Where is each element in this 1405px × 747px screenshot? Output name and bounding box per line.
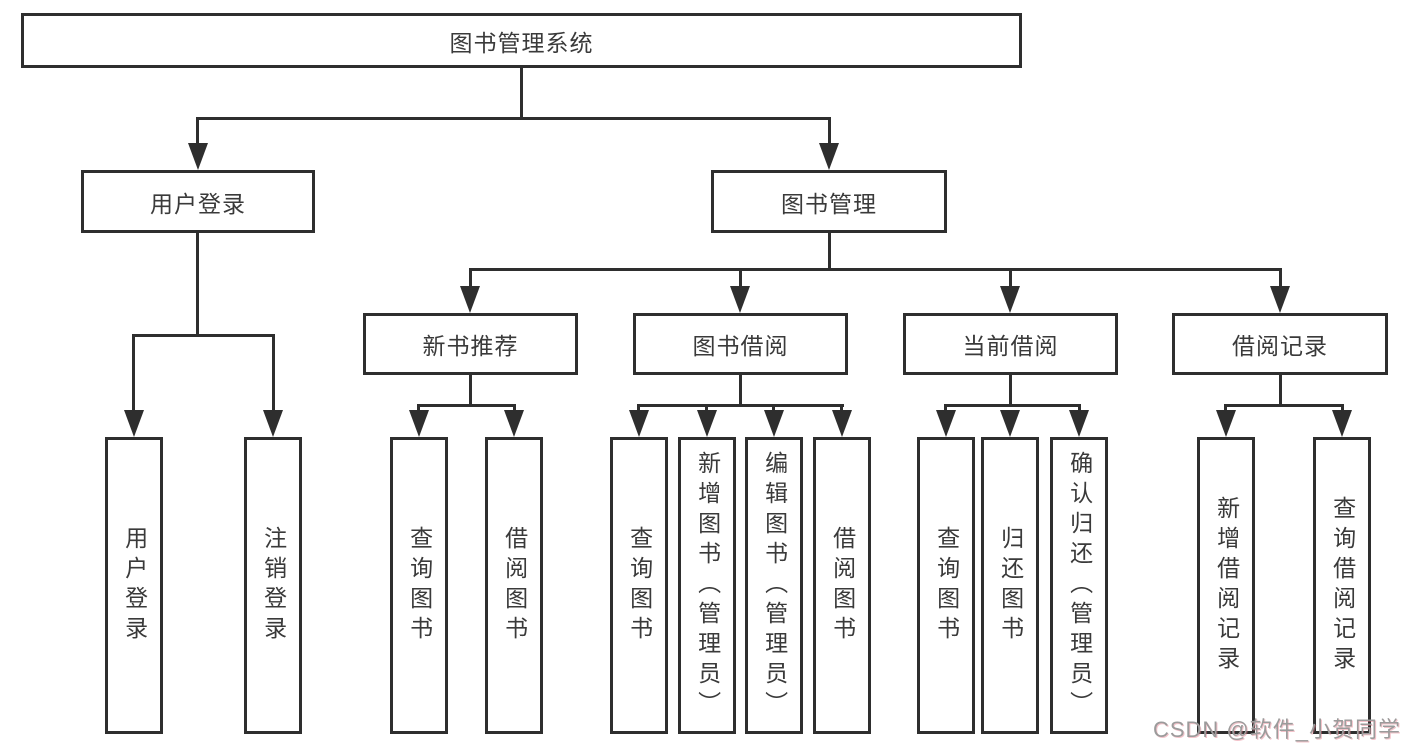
- leaf-recommend-borrow-books: 借阅图书: [485, 437, 543, 734]
- connector-line: [132, 334, 135, 414]
- connector-line: [417, 404, 420, 414]
- connector-line: [417, 404, 516, 407]
- arrow-down-icon: [1270, 286, 1290, 313]
- node-label: 归还图书: [997, 525, 1024, 646]
- arrow-down-icon: [936, 410, 956, 437]
- leaf-user-login: 用户登录: [105, 437, 163, 734]
- node-label: 图书借阅: [692, 333, 789, 359]
- arrow-down-icon: [832, 410, 852, 437]
- node-book-borrowing: 图书借阅: [633, 313, 848, 375]
- connector-line: [828, 233, 831, 271]
- arrow-down-icon: [819, 143, 839, 170]
- arrow-down-icon: [504, 410, 524, 437]
- node-label: 图书管理: [781, 190, 877, 217]
- node-label: 查询借阅记录: [1329, 495, 1356, 676]
- leaf-records-add-record: 新增借阅记录: [1197, 437, 1255, 734]
- connector-line: [132, 334, 275, 337]
- node-label: 新增借阅记录: [1213, 495, 1240, 676]
- node-borrow-records: 借阅记录: [1172, 313, 1388, 375]
- connector-line: [840, 404, 843, 414]
- connector-line: [828, 117, 831, 150]
- arrow-down-icon: [263, 410, 283, 437]
- node-label: 注销登录: [260, 525, 287, 646]
- leaf-borrowing-add-books-admin: 新增图书（管理员）: [678, 437, 736, 734]
- arrow-down-icon: [697, 410, 717, 437]
- connector-line: [520, 68, 523, 120]
- connector-line: [469, 268, 472, 292]
- connector-line: [1279, 375, 1282, 407]
- leaf-borrowing-borrow-books: 借阅图书: [813, 437, 871, 734]
- node-label: 用户登录: [150, 190, 246, 217]
- arrow-down-icon: [1332, 410, 1352, 437]
- connector-line: [1224, 404, 1227, 414]
- node-label: 借阅图书: [501, 525, 528, 646]
- arrow-down-icon: [460, 286, 480, 313]
- connector-line: [739, 375, 742, 407]
- node-label: 查询图书: [933, 525, 960, 646]
- node-label: 借阅记录: [1232, 333, 1328, 359]
- node-label: 编辑图书（管理员）: [761, 450, 788, 721]
- node-new-book-recommend: 新书推荐: [363, 313, 578, 375]
- connector-line: [1224, 404, 1344, 407]
- connector-line: [469, 375, 472, 407]
- connector-line: [196, 117, 199, 150]
- leaf-borrowing-query-books: 查询图书: [610, 437, 668, 734]
- node-book-mgmt-system: 图书管理系统: [21, 13, 1022, 68]
- node-label: 新增图书（管理员）: [694, 450, 721, 721]
- node-label: 查询图书: [626, 525, 653, 646]
- connector-line: [196, 233, 199, 336]
- connector-line: [1009, 375, 1012, 407]
- leaf-current-query-books: 查询图书: [917, 437, 975, 734]
- connector-line: [1009, 268, 1012, 292]
- node-book-management: 图书管理: [711, 170, 947, 233]
- connector-line: [1078, 404, 1081, 414]
- arrow-down-icon: [1000, 286, 1020, 313]
- arrow-down-icon: [764, 410, 784, 437]
- node-label: 确认归还（管理员）: [1066, 450, 1093, 721]
- connector-line: [637, 404, 640, 414]
- arrow-down-icon: [1069, 410, 1089, 437]
- node-label: 当前借阅: [962, 333, 1059, 359]
- arrow-down-icon: [1000, 410, 1020, 437]
- connector-line: [197, 117, 831, 120]
- leaf-recommend-query-books: 查询图书: [390, 437, 448, 734]
- arrow-down-icon: [1216, 410, 1236, 437]
- leaf-borrowing-edit-books-admin: 编辑图书（管理员）: [745, 437, 803, 734]
- arrow-down-icon: [409, 410, 429, 437]
- connector-line: [1279, 268, 1282, 292]
- leaf-logout: 注销登录: [244, 437, 302, 734]
- connector-line: [513, 404, 516, 414]
- connector-line: [705, 404, 708, 414]
- connector-line: [469, 268, 1282, 271]
- node-current-borrowing: 当前借阅: [903, 313, 1118, 375]
- arrow-down-icon: [730, 286, 750, 313]
- connector-line: [1341, 404, 1344, 414]
- arrow-down-icon: [188, 143, 208, 170]
- connector-line: [944, 404, 947, 414]
- connector-line: [944, 404, 1081, 407]
- node-label: 查询图书: [406, 525, 433, 646]
- csdn-watermark: CSDN @软件_小贺同学: [1152, 717, 1401, 742]
- node-label: 图书管理系统: [449, 29, 594, 56]
- leaf-current-confirm-return-admin: 确认归还（管理员）: [1050, 437, 1108, 734]
- connector-line: [739, 268, 742, 292]
- node-label: 借阅图书: [829, 525, 856, 646]
- connector-line: [637, 404, 844, 407]
- leaf-current-return-books: 归还图书: [981, 437, 1039, 734]
- leaf-records-query-record: 查询借阅记录: [1313, 437, 1371, 734]
- connector-line: [272, 334, 275, 414]
- node-label: 新书推荐: [422, 333, 519, 359]
- node-user-login: 用户登录: [81, 170, 315, 233]
- node-label: 用户登录: [121, 525, 148, 646]
- arrow-down-icon: [629, 410, 649, 437]
- connector-line: [772, 404, 775, 414]
- arrow-down-icon: [124, 410, 144, 437]
